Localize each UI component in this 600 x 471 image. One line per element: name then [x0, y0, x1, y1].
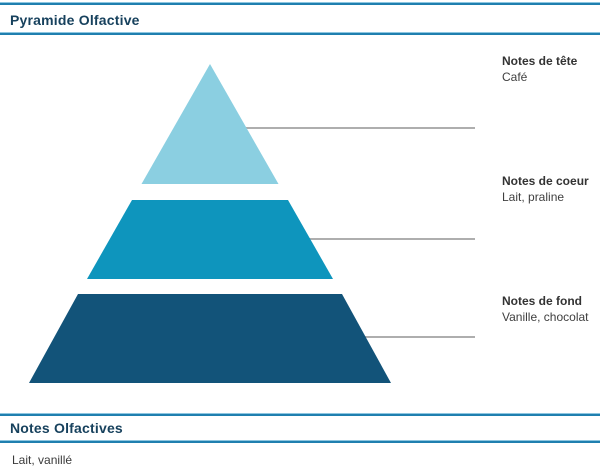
- tier-top-notes: Café: [502, 70, 528, 84]
- pyramid-tier-top: [141, 64, 279, 184]
- olfactive-notes-text: Lait, vanillé: [12, 453, 73, 467]
- tier-bottom-label: Notes de fond: [502, 294, 582, 308]
- tier-middle-notes: Lait, praline: [502, 190, 565, 204]
- page-title: Pyramide Olfactive: [10, 12, 140, 28]
- header-top-rule: [0, 2, 600, 5]
- tier-middle-label: Notes de coeur: [502, 174, 589, 188]
- tier-middle-label-block: Notes de coeur Lait, praline: [502, 174, 597, 205]
- notes-section-top-rule: [0, 413, 600, 416]
- header-bottom-rule: [0, 32, 600, 35]
- tier-bottom-label-block: Notes de fond Vanille, chocolat: [502, 294, 597, 325]
- notes-section-title: Notes Olfactives: [10, 420, 123, 436]
- pyramid-tier-middle: [87, 200, 333, 279]
- tier-top-label-block: Notes de tête Café: [502, 54, 597, 85]
- tier-bottom-notes: Vanille, chocolat: [502, 310, 589, 324]
- pyramid-tier-bottom: [29, 294, 391, 383]
- tier-top-label: Notes de tête: [502, 54, 578, 68]
- notes-section-bottom-rule: [0, 440, 600, 443]
